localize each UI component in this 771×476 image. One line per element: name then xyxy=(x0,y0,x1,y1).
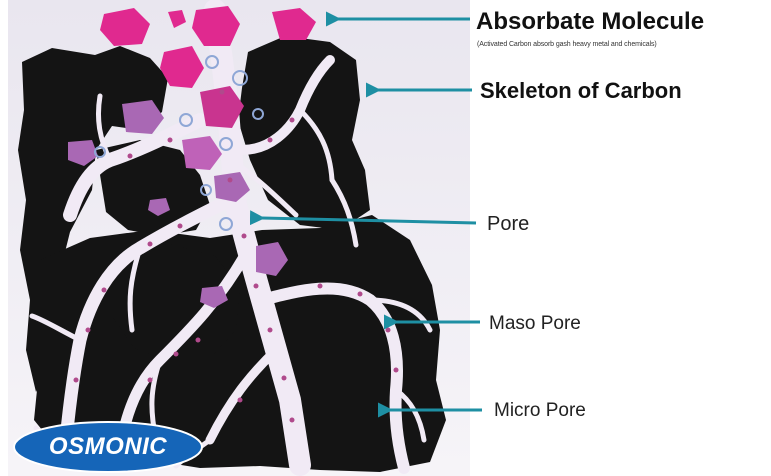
label-absorbate-molecule: Absorbate Molecule xyxy=(476,8,704,36)
label-absorbate-note: (Activated Carbon absorb gash heavy meta… xyxy=(477,41,657,48)
label-pore: Pore xyxy=(487,213,529,236)
label-maso-pore: Maso Pore xyxy=(489,313,581,335)
label-skeleton-of-carbon: Skeleton of Carbon xyxy=(480,78,682,104)
label-micro-pore: Micro Pore xyxy=(494,400,586,422)
osmonic-logo-text: OSMONIC xyxy=(18,427,198,467)
